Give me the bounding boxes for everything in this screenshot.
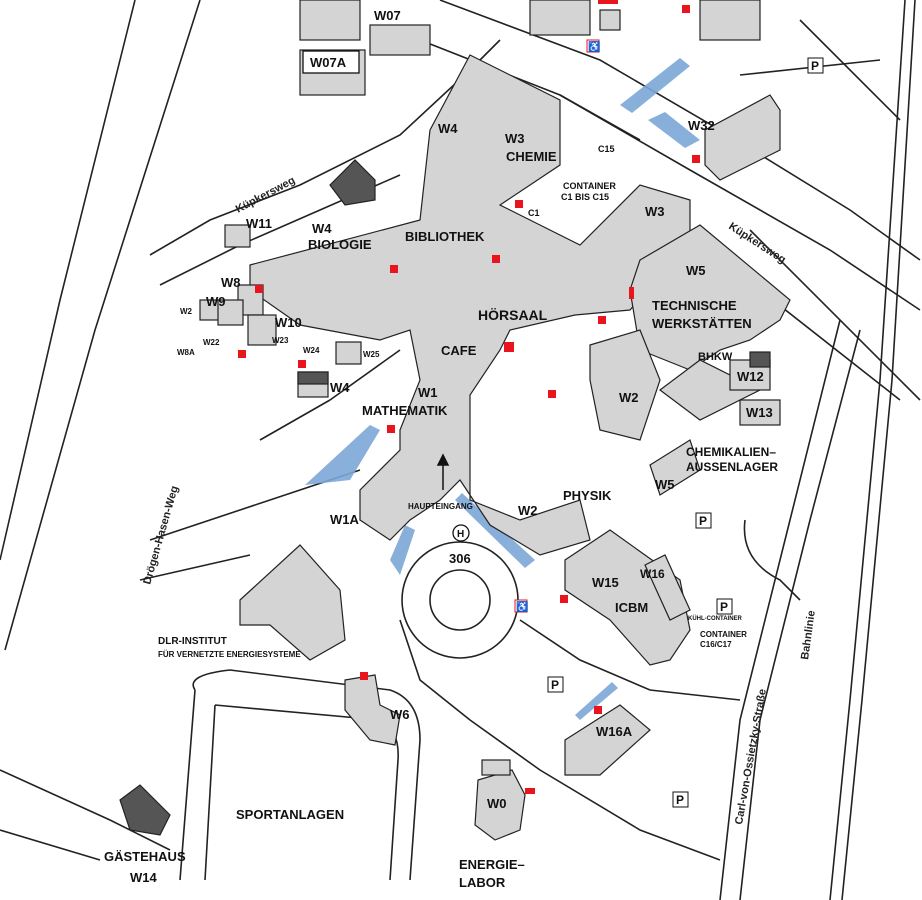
label-haupteingang: HAUPTEINGANG xyxy=(408,502,473,511)
label-dlr1: DLR-INSTITUT xyxy=(158,636,227,647)
label-w32: W32 xyxy=(688,118,715,133)
wheelchair-icon xyxy=(514,599,528,613)
svg-text:P: P xyxy=(720,600,728,614)
label-w1a: W1A xyxy=(330,512,360,527)
label-w8: W8 xyxy=(221,275,241,290)
svg-text:P: P xyxy=(676,793,684,807)
road-bahnlinie: Bahnlinie xyxy=(799,610,818,661)
label-w10: W10 xyxy=(275,315,302,330)
label-dlr2: FÜR VERNETZTE ENERGIESYSTEME xyxy=(158,650,301,659)
label-w07a: W07A xyxy=(310,55,347,70)
label-w25: W25 xyxy=(363,350,380,359)
label-bibliothek: BIBLIOTHEK xyxy=(405,229,485,244)
label-physik: PHYSIK xyxy=(563,488,612,503)
svg-text:P: P xyxy=(811,59,819,73)
label-hoersaal: HÖRSAAL xyxy=(478,307,548,323)
label-w9: W9 xyxy=(206,294,226,309)
label-mathematik: MATHEMATIK xyxy=(362,403,448,418)
parking-icon xyxy=(716,598,733,615)
label-energie: ENERGIE– xyxy=(459,857,525,872)
dark-buildings xyxy=(119,159,771,836)
label-werkstaetten: WERKSTÄTTEN xyxy=(652,316,752,331)
label-w3: W3 xyxy=(505,131,525,146)
label-w4-small: W4 xyxy=(330,380,350,395)
main-entrance-arrow xyxy=(436,453,450,490)
label-container: CONTAINER xyxy=(563,181,616,191)
label-w22: W22 xyxy=(203,338,220,347)
label-w5-small: W5 xyxy=(655,477,675,492)
label-w1: W1 xyxy=(418,385,438,400)
parking-icon xyxy=(695,512,712,529)
label-w2-right: W2 xyxy=(619,390,639,405)
label-biologie: BIOLOGIE xyxy=(308,237,372,252)
label-w12: W12 xyxy=(737,369,764,384)
parking-icon xyxy=(672,791,689,808)
label-w11: W11 xyxy=(246,216,272,231)
label-w8a: W8A xyxy=(177,348,195,357)
road-droegen-hasen-weg: Drögen-Hasen-Weg xyxy=(141,485,181,586)
entrance-markers xyxy=(238,0,700,794)
parking-icon xyxy=(807,57,824,74)
buildings xyxy=(199,0,791,841)
label-w3-right: W3 xyxy=(645,204,665,219)
label-w13: W13 xyxy=(746,405,773,420)
label-chemikalien: CHEMIKALIEN– xyxy=(686,445,776,459)
label-container2: CONTAINER xyxy=(700,630,747,639)
svg-text:♿: ♿ xyxy=(588,40,600,53)
svg-text:P: P xyxy=(551,678,559,692)
label-w14: W14 xyxy=(130,870,158,885)
accessible-markers: ♿ ♿ xyxy=(514,39,600,613)
label-w15: W15 xyxy=(592,575,619,590)
parking-signs: P P P P P xyxy=(547,57,824,808)
label-cafe: CAFE xyxy=(441,343,477,358)
label-w4-top: W4 xyxy=(438,121,458,136)
svg-text:P: P xyxy=(699,514,707,528)
wheelchair-icon xyxy=(586,39,600,53)
label-w16a: W16A xyxy=(596,724,633,739)
label-w07: W07 xyxy=(374,8,401,23)
label-w2-small: W2 xyxy=(180,307,193,316)
label-chemie: CHEMIE xyxy=(506,149,557,164)
label-sportanlagen: SPORTANLAGEN xyxy=(236,807,344,822)
label-w24: W24 xyxy=(303,346,320,355)
label-w2-bottom: W2 xyxy=(518,503,538,518)
label-w6: W6 xyxy=(390,707,410,722)
label-bus-h: H xyxy=(457,529,464,540)
label-c15-top: C15 xyxy=(598,144,615,154)
label-c1: C1 xyxy=(528,208,540,218)
label-w0: W0 xyxy=(487,796,507,811)
parking-icon xyxy=(547,676,564,693)
label-bhkw: BHKW xyxy=(698,351,733,363)
label-icbm: ICBM xyxy=(615,600,648,615)
label-technische: TECHNISCHE xyxy=(652,298,737,313)
label-bus-306: 306 xyxy=(449,551,471,566)
label-w23: W23 xyxy=(272,336,289,345)
bus-stop-icon xyxy=(452,524,470,542)
svg-text:♿: ♿ xyxy=(516,600,528,613)
label-kuehlcontainer: KÜHL-CONTAINER xyxy=(688,615,743,622)
label-container-range: C1 BIS C15 xyxy=(561,192,609,202)
label-w4-bio: W4 xyxy=(312,221,332,236)
label-w16: W16 xyxy=(640,567,665,581)
label-w5: W5 xyxy=(686,263,706,278)
label-container-c16: C16/C17 xyxy=(700,640,732,649)
label-labor: LABOR xyxy=(459,875,506,890)
label-gaestehaus: GÄSTEHAUS xyxy=(104,849,186,864)
label-aussenlager: AUSSENLAGER xyxy=(686,460,778,474)
road-kuepkersweg-left: Küpkersweg xyxy=(234,174,297,215)
